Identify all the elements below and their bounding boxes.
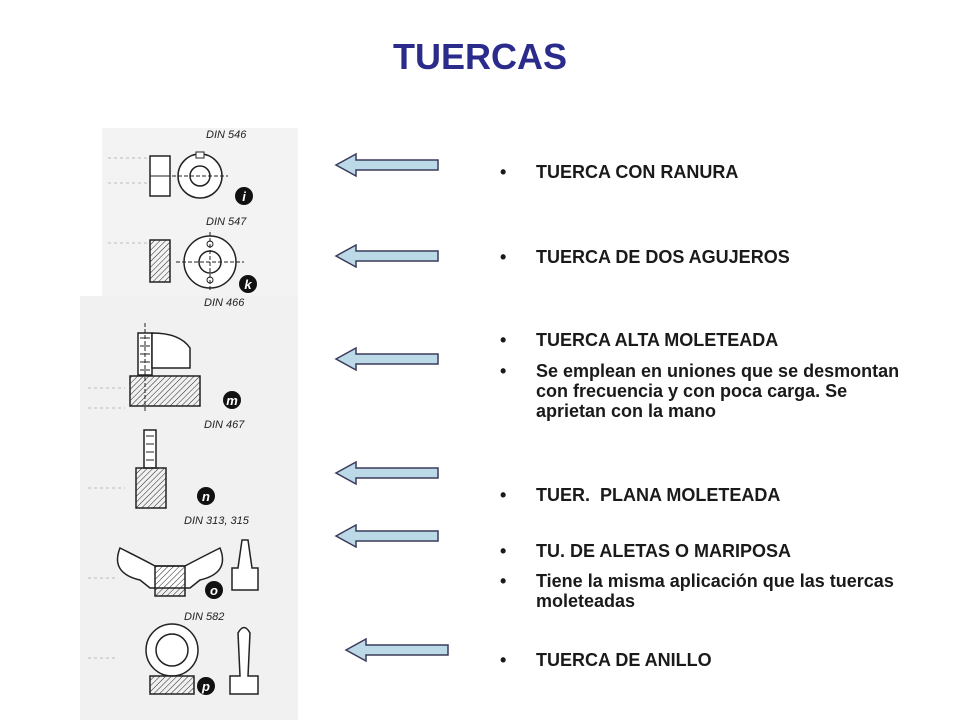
list-item: • TUERCA DE ANILLO — [500, 650, 900, 670]
badge-i: i — [242, 189, 246, 204]
bullet-marker: • — [500, 485, 507, 505]
din-467-label: DIN 467 — [204, 419, 245, 431]
bullet-text: TUERCA CON RANURA — [536, 162, 739, 182]
arrow-icon-dos-agujeros — [334, 243, 439, 269]
bullet-text: TU. DE ALETAS O MARIPOSA — [536, 541, 792, 561]
arrow-icon-ranura — [334, 152, 439, 178]
list-item: • TUERCA CON RANURA — [500, 162, 900, 182]
badge-n: n — [202, 489, 210, 504]
bullet-marker: • — [500, 330, 507, 350]
badge-m: m — [226, 393, 238, 408]
list-item: • Se emplean en uniones que se desmontan… — [500, 361, 900, 421]
list-item: • TUER. PLANA MOLETEADA — [500, 485, 900, 505]
din-547-label: DIN 547 — [206, 216, 247, 228]
bullet-text: Se emplean en uniones que se desmontan c… — [536, 361, 900, 421]
arrow-icon-aletas — [334, 523, 439, 549]
din-582-label: DIN 582 — [184, 611, 224, 623]
arrow-icon-alta-moleteada — [334, 346, 439, 372]
bullet-marker: • — [500, 162, 507, 182]
badge-k: k — [244, 277, 252, 292]
bullet-text: TUER. PLANA MOLETEADA — [536, 485, 781, 505]
bullet-text: TUERCA DE ANILLO — [536, 650, 712, 670]
din-466-label: DIN 466 — [204, 297, 245, 309]
badge-p: p — [201, 679, 210, 694]
arrow-icon-anillo — [344, 637, 449, 663]
bullet-text: TUERCA DE DOS AGUJEROS — [536, 247, 790, 267]
bullet-text: TUERCA ALTA MOLETEADA — [536, 330, 779, 350]
page-title: TUERCAS — [392, 36, 567, 77]
list-item: • TUERCA DE DOS AGUJEROS — [500, 247, 900, 267]
list-item: • TUERCA ALTA MOLETEADA — [500, 330, 900, 350]
bullet-marker: • — [500, 247, 507, 267]
list-item: • Tiene la misma aplicación que las tuer… — [500, 571, 900, 611]
list-item: • TU. DE ALETAS O MARIPOSA — [500, 541, 900, 561]
arrow-icon-plana-moleteada — [334, 460, 439, 486]
nuts-technical-drawing: DIN 546 i DIN 547 k DIN 466 m DIN 467 n … — [80, 128, 298, 720]
bullet-marker: • — [500, 571, 507, 591]
din-546-label: DIN 546 — [206, 129, 247, 141]
badge-o: o — [210, 583, 218, 598]
bullet-marker: • — [500, 650, 507, 670]
bullet-marker: • — [500, 361, 507, 381]
bullet-marker: • — [500, 541, 507, 561]
bullet-text: Tiene la misma aplicación que las tuerca… — [536, 571, 894, 611]
din-313-315-label: DIN 313, 315 — [184, 515, 250, 527]
